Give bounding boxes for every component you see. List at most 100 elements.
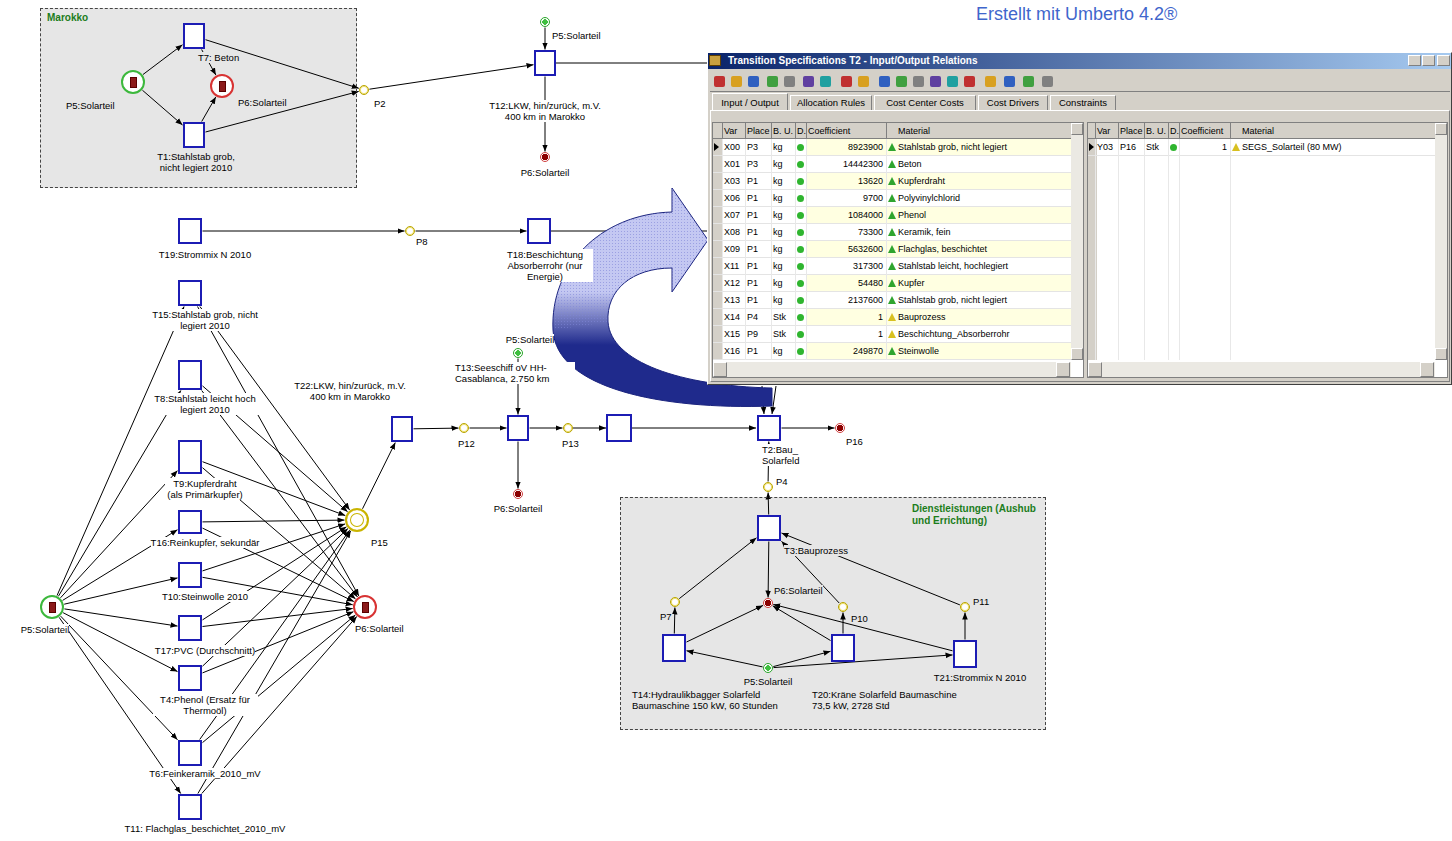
transition-label: T21:Strommix N 2010 [934,672,1026,683]
row-line [713,291,1071,292]
toolbar-icon [947,76,958,87]
column-line [745,139,746,360]
arc [57,307,184,596]
column-line [1095,139,1096,360]
row-pointer [1089,143,1094,151]
separator [710,91,1450,92]
transition-label: T9:Kupferdraht (als Primärkupfer) [165,478,245,500]
window-button [1408,55,1421,66]
table-cell: X09 [724,244,740,255]
transition-label: T19:Strommix N 2010 [159,249,251,260]
place-circle: P5:Solarteil [763,663,773,673]
transition-label: T13:Seeschiff oV HH-Casablanca, 2.750 km [455,362,575,384]
column-separator [1168,123,1169,139]
toolbar-icon [964,76,975,87]
table-cell: P3 [747,142,758,153]
table-cell: X13 [724,295,740,306]
arc [198,531,351,794]
arc [782,428,835,429]
toolbar-icon [1004,76,1015,87]
column-header: Coefficient [1181,126,1223,137]
table-cell: 317300 [853,261,883,272]
table-cell: P1 [747,176,758,187]
toolbar-icon [784,76,795,87]
status-dot [1170,144,1177,151]
transition-label: T11: Flachglas_beschichtet_2010_mV [125,823,286,834]
table-cell: P1 [747,346,758,357]
arc [530,428,563,429]
column-separator [1095,123,1096,139]
region-box: Dienstleistungen (Aushub und Errichtung)… [620,497,1046,730]
status-dot [797,280,804,287]
place-circle: P5:Solarteil [513,348,523,358]
transition-square: T19:Strommix N 2010 [178,218,202,244]
scrollbar [713,362,1071,377]
table-cell: Kupferdraht [898,176,945,187]
status-dot [797,144,804,151]
place-circle: P15 [345,508,369,532]
region-fill [40,8,357,188]
place-label: P5:Solarteil [552,30,601,41]
transition-label: T2:Bau_ Solarfeld [762,444,810,466]
status-dot [797,314,804,321]
table-cell: Beschichtung_Absorberrohr [898,329,1010,340]
transition-label: T15:Stahlstab grob, nicht legiert 2010 [150,309,260,331]
table-cell: Stahlstab leicht, hochlegiert [898,261,1008,272]
arc [518,442,519,489]
scroll-button [1088,362,1102,377]
place-label: P6:Solarteil [774,585,823,596]
scroll-button [713,362,727,377]
place-circle: P6:Solarteil [353,595,377,619]
row-line [713,155,1071,156]
transition-label: T18:Beschichtung Absorberrohr (nur Energ… [498,249,593,282]
tab-label: Constraints [1059,97,1107,108]
status-dot [797,263,804,270]
place-label: P5:Solarteil [66,100,115,111]
window-icon [709,55,721,66]
table-cell: kg [773,244,783,255]
transition-square: T13:Seeschiff oV HH-Casablanca, 2.750 km [507,415,529,441]
place-label: P5:Solarteil [506,334,555,345]
row-line [713,223,1071,224]
arc [774,655,953,668]
column-line [722,139,723,360]
table-cell: 9700 [863,193,883,204]
arc [203,520,345,522]
table-cell: P3 [747,159,758,170]
place-label: P4 [776,476,788,487]
place-label: P8 [416,236,428,247]
tab-label: Cost Center Costs [886,97,964,108]
place-circle: P6:Solarteil [763,598,773,608]
table-cell: 73300 [858,227,883,238]
table-cell: X07 [724,210,740,221]
arc [198,307,359,597]
transition-label: T4:Phenol (Ersatz für Thermoöl) [153,694,258,716]
table-cell: P16 [1120,142,1136,153]
arc [768,542,770,598]
material-triangle [888,245,896,253]
column-separator [1179,123,1180,139]
table-cell: Keramik, fein [898,227,951,238]
transition-square: T17:PVC (Durchschnitt) [178,615,202,641]
place-label: P15 [371,537,388,548]
wire [632,428,756,429]
window-button [1422,55,1435,66]
arc [203,612,354,673]
row-line [713,189,1071,190]
arc [61,616,178,740]
table-cell: 1 [878,312,883,323]
column-separator [886,123,887,139]
transition-square: T7: Beton [183,23,205,49]
arc [369,65,533,90]
table-cell: X11 [724,261,739,272]
table-cell: X16 [724,346,740,357]
table-cell: Beton [898,159,922,170]
transition-square: T11: Flachglas_beschichtet_2010_mV [178,794,202,820]
arc [674,608,676,634]
material-triangle [888,228,896,236]
toolbar-icon [803,76,814,87]
column-separator [1230,123,1231,139]
title-bar: Transition Specifications T2 - Input/Out… [708,53,1451,69]
table-cell: X03 [724,176,740,187]
table-cell: Bauprozess [898,312,946,323]
